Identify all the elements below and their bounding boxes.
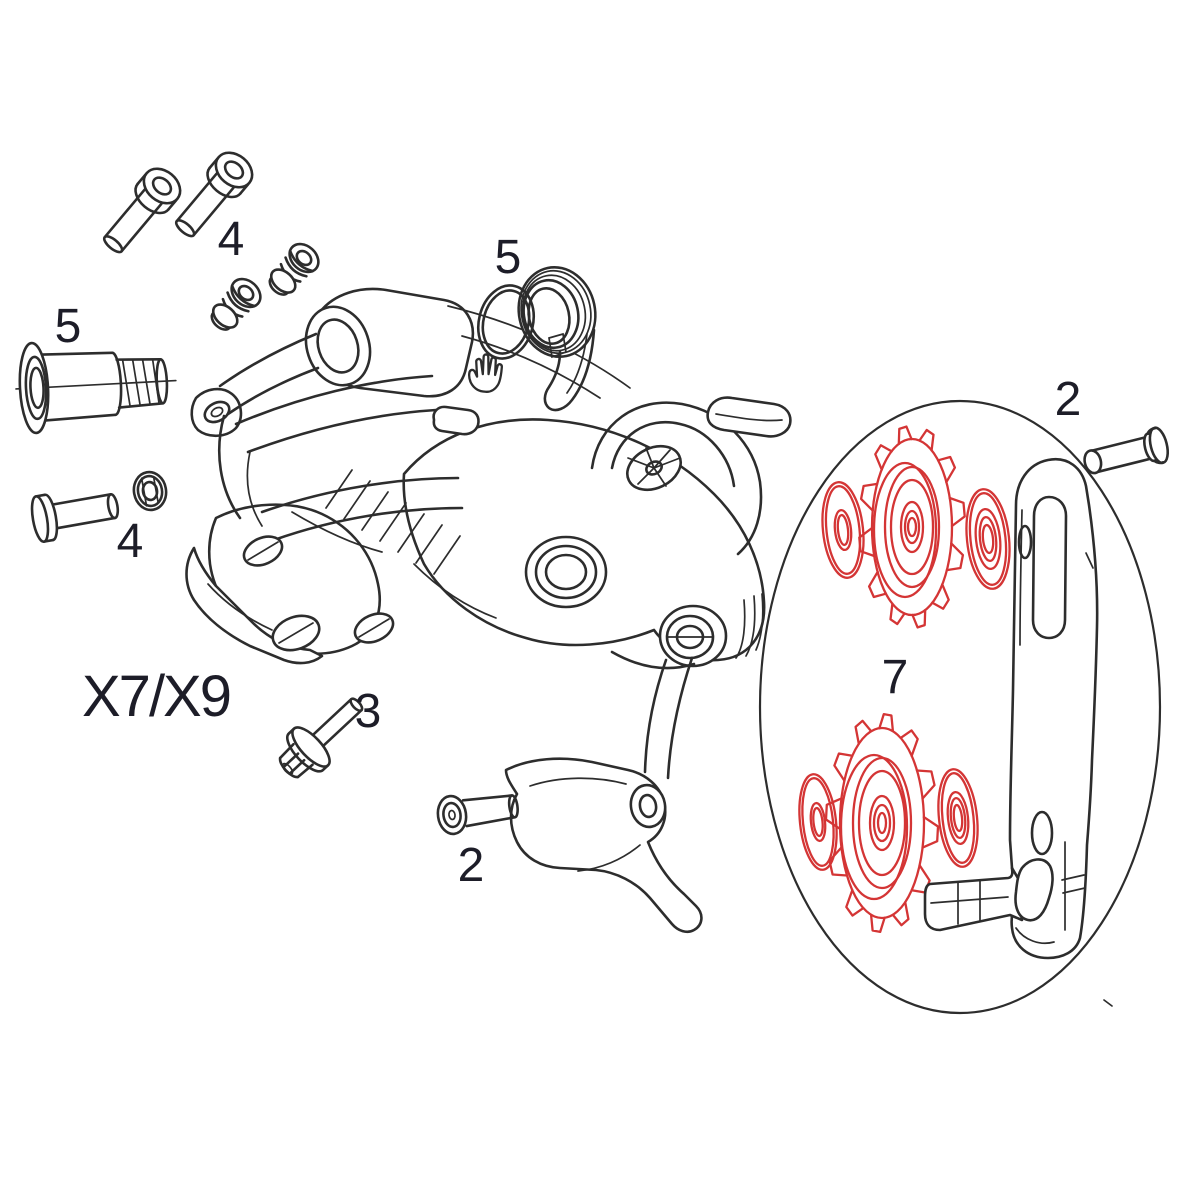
callout-4-top: 4 bbox=[217, 213, 245, 266]
callout-5-left: 5 bbox=[54, 300, 82, 353]
model-label: X7/X9 bbox=[82, 664, 232, 729]
cable-anchor-bolt bbox=[278, 697, 364, 779]
mounting-bolt-right bbox=[174, 151, 254, 238]
inner-cage-screw bbox=[436, 794, 519, 836]
anchor-screw-heads bbox=[242, 535, 395, 652]
upper-jockey-wheel-assembly bbox=[821, 425, 1011, 629]
magnifier-ellipse bbox=[758, 399, 1162, 1015]
derailleur-body bbox=[185, 287, 792, 670]
cage-side-pin-hole bbox=[1017, 524, 1033, 560]
callout-5-middle: 5 bbox=[494, 231, 522, 284]
spring-coil bbox=[325, 469, 461, 575]
hanger-oring bbox=[477, 284, 535, 360]
stray-mark bbox=[1103, 999, 1113, 1007]
cage-pivot-boss bbox=[658, 593, 764, 668]
outer-cage-pin bbox=[1083, 426, 1170, 475]
barrel-adjuster-wheel bbox=[626, 444, 682, 492]
callout-2-right: 2 bbox=[1054, 373, 1082, 426]
callout-7: 7 bbox=[881, 651, 909, 704]
callout-2-bottom: 2 bbox=[457, 839, 485, 892]
lower-jockey-wheel-assembly bbox=[798, 712, 979, 934]
pivot-pin bbox=[30, 493, 120, 543]
mounting-bolt-left bbox=[102, 167, 182, 254]
outer-cage-plate bbox=[923, 457, 1099, 960]
callout-4-left: 4 bbox=[116, 515, 144, 568]
cage-bolt-hole bbox=[1030, 810, 1054, 856]
pivot-nut bbox=[132, 470, 168, 512]
limit-screw-left bbox=[210, 277, 262, 331]
inner-cage-plate bbox=[504, 656, 703, 934]
main-pivot-bearing bbox=[524, 535, 608, 609]
limit-screw-right bbox=[268, 242, 320, 296]
hand-cursor-icon bbox=[468, 353, 503, 393]
b-axle-bolt bbox=[15, 341, 177, 435]
callout-3: 3 bbox=[354, 685, 382, 738]
